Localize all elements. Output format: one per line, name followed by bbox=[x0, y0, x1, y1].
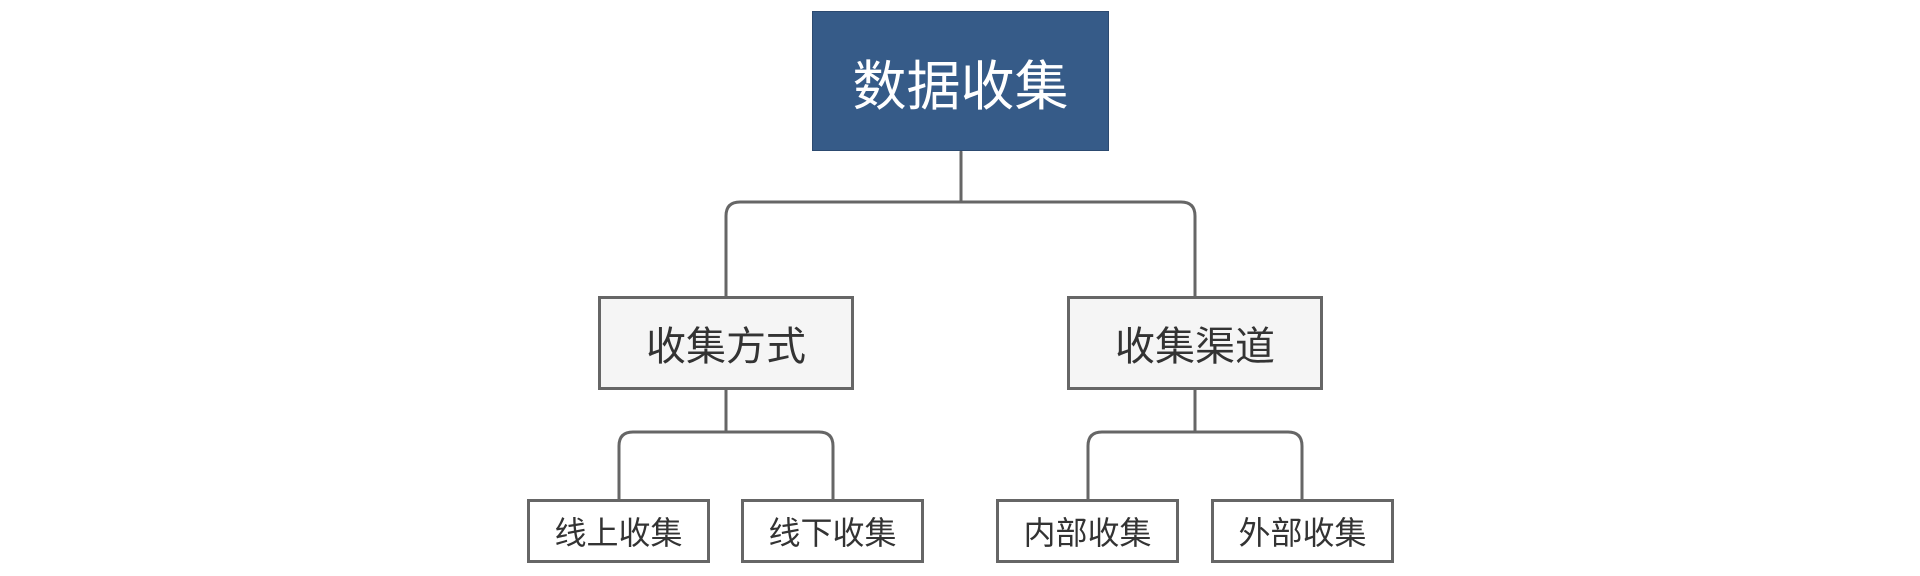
connector-channel-to-external bbox=[1193, 430, 1304, 501]
node-online-collection[interactable]: 线上收集 bbox=[527, 499, 710, 563]
connector-method-to-online bbox=[617, 430, 728, 501]
connector-channel-to-internal bbox=[1086, 430, 1197, 501]
node-offline-collection-label: 线下收集 bbox=[768, 514, 897, 552]
node-collection-channel-label: 收集渠道 bbox=[1115, 324, 1275, 370]
node-collection-method-label: 收集方式 bbox=[646, 324, 806, 370]
root-node-label: 数据收集 bbox=[852, 54, 1069, 118]
connector-root-to-collection-channel bbox=[959, 200, 1197, 298]
connector-method-to-offline bbox=[724, 430, 835, 501]
node-collection-channel[interactable]: 收集渠道 bbox=[1067, 296, 1323, 390]
node-internal-collection[interactable]: 内部收集 bbox=[996, 499, 1179, 563]
root-node-data-collection[interactable]: 数据收集 bbox=[812, 11, 1109, 151]
node-external-collection[interactable]: 外部收集 bbox=[1211, 499, 1394, 563]
node-collection-method[interactable]: 收集方式 bbox=[598, 296, 854, 390]
node-external-collection-label: 外部收集 bbox=[1238, 514, 1367, 552]
node-internal-collection-label: 内部收集 bbox=[1023, 514, 1152, 552]
connector-root-to-collection-method bbox=[724, 200, 963, 298]
node-online-collection-label: 线上收集 bbox=[554, 514, 683, 552]
node-offline-collection[interactable]: 线下收集 bbox=[741, 499, 924, 563]
